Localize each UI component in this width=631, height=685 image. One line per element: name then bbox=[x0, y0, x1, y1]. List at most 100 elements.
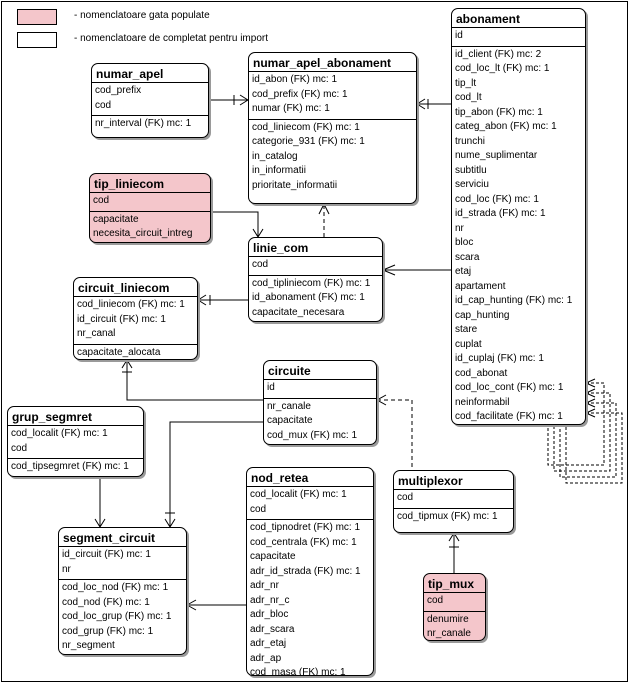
attribute: cod_masa (FK) mc: 1 bbox=[250, 667, 346, 676]
attribute: categ_abon (FK) mc: 1 bbox=[455, 121, 557, 132]
legend-swatch-import bbox=[17, 32, 57, 48]
attribute: nr_segment bbox=[62, 640, 115, 651]
key-attribute: id_circuit (FK) mc: 1 bbox=[62, 549, 151, 560]
attribute: cod_nod (FK) mc: 1 bbox=[62, 596, 150, 608]
attribute: cod_loc_grup (FK) mc: 1 bbox=[62, 611, 172, 622]
attribute: cuplat bbox=[455, 338, 482, 350]
key-attribute: nr_canal bbox=[77, 328, 116, 339]
attribute-section: nr_interval (FK) mc: 1 bbox=[92, 115, 208, 134]
rel-multiplexor-circuite bbox=[377, 399, 413, 470]
key-attribute: id bbox=[267, 382, 275, 393]
attribute: trunchi bbox=[455, 135, 486, 147]
primary-key-section: cod bbox=[90, 192, 210, 211]
key-attribute: cod bbox=[397, 492, 414, 503]
rel-circuite-circuitliniecom bbox=[126, 360, 263, 401]
attribute: cod_lt bbox=[455, 92, 482, 103]
attribute: cod_loc (FK) mc: 1 bbox=[455, 193, 539, 205]
attribute-section: cod_tipmux (FK) mc: 1 bbox=[394, 507, 513, 527]
legend-label-populated: - nomenclatoare gata populate bbox=[74, 10, 210, 21]
attribute: cod_tipmux (FK) mc: 1 bbox=[397, 510, 498, 522]
attribute-section: capacitate necesita_circuit_intreg bbox=[90, 210, 210, 243]
attribute: adr_id_strada (FK) mc: 1 bbox=[250, 565, 361, 577]
attribute: capacitate bbox=[93, 213, 139, 225]
attribute: capacitate bbox=[267, 415, 313, 426]
key-attribute: cod bbox=[427, 595, 444, 606]
attribute: neinformabil bbox=[455, 396, 510, 408]
attribute: scara bbox=[455, 251, 480, 263]
attribute: etaj bbox=[455, 266, 472, 277]
attribute: cod_abonat bbox=[455, 367, 508, 379]
attribute: cap_hunting bbox=[455, 309, 510, 321]
key-attribute: cod_liniecom (FK) mc: 1 bbox=[77, 299, 185, 310]
entity-title: numar_apel_abonament bbox=[253, 56, 392, 70]
entity-title: abonament bbox=[456, 12, 521, 26]
primary-key-section: id_circuit (FK) mc: 1 nr bbox=[59, 546, 186, 579]
attribute: capacitate_alocata bbox=[77, 346, 161, 358]
attribute: adr_nr bbox=[250, 580, 279, 591]
attribute: nr_canale bbox=[267, 400, 311, 412]
attribute: id_cap_hunting (FK) mc: 1 bbox=[455, 295, 573, 306]
attribute-section: cod_tipnodret (FK) mc: 1 cod_centrala (FK… bbox=[247, 519, 373, 676]
attribute: publ_descriere bbox=[455, 425, 582, 426]
attribute: serviciu bbox=[455, 179, 489, 190]
rel-circuite-segment bbox=[169, 421, 263, 527]
attribute: stare bbox=[455, 324, 478, 335]
attribute: nr_interval (FK) mc: 1 bbox=[95, 118, 192, 129]
attribute-section: cod_tipsegmret (FK) mc: 1 bbox=[8, 458, 143, 476]
attribute: cod_tipnodret (FK) mc: 1 bbox=[250, 522, 361, 533]
key-attribute: id bbox=[455, 30, 463, 41]
key-attribute: nr bbox=[62, 563, 71, 575]
attribute: cod_loc_lt (FK) mc: 1 bbox=[455, 63, 550, 74]
legend-swatch-populated bbox=[17, 9, 57, 25]
entity-title: nod_retea bbox=[251, 471, 309, 485]
key-attribute: cod_prefix (FK) mc: 1 bbox=[252, 88, 348, 100]
attribute: cod_loc_cont (FK) mc: 1 bbox=[455, 382, 564, 393]
entity-circuite[interactable]: circuite id nr_canale capacitate cod_mux (FK… bbox=[263, 360, 377, 445]
entity-numar-apel-abonament[interactable]: numar_apel_abonament id_abon (FK) mc: 1 co… bbox=[248, 52, 417, 204]
key-attribute: id_abon (FK) mc: 1 bbox=[252, 74, 338, 85]
key-attribute: cod bbox=[93, 195, 110, 206]
legend-label-import: - nomenclatoare de completat pentru impo… bbox=[74, 33, 268, 44]
entity-title: linie_com bbox=[253, 241, 309, 255]
attribute: id_abonament (FK) mc: 1 bbox=[252, 292, 365, 303]
attribute: cod_tipsegmret (FK) mc: 1 bbox=[11, 461, 129, 472]
attribute: id_cuplaj (FK) mc: 1 bbox=[455, 353, 544, 364]
attribute: necesita_circuit_intreg bbox=[93, 228, 193, 239]
attribute-section: nr_canale capacitate cod_mux (FK) mc: 1 bbox=[264, 397, 376, 445]
attribute-section: capacitate_alocata bbox=[74, 343, 197, 360]
attribute: capacitate bbox=[250, 551, 296, 562]
entity-title: grup_segmret bbox=[12, 410, 93, 424]
entity-title: circuite bbox=[268, 364, 311, 378]
attribute: cod_liniecom (FK) mc: 1 bbox=[252, 121, 360, 133]
key-attribute: cod bbox=[250, 503, 267, 515]
key-attribute: cod bbox=[95, 99, 112, 111]
attribute: prioritate_informatii bbox=[252, 179, 338, 191]
rel-tipliniecom-liniecom bbox=[211, 211, 259, 237]
attribute: cod_grup (FK) mc: 1 bbox=[62, 625, 154, 637]
attribute-section: cod_tipliniecom (FK) mc: 1 id_abonament (… bbox=[249, 274, 382, 322]
attribute: nr_canale bbox=[427, 628, 471, 639]
primary-key-section: id bbox=[264, 379, 376, 398]
attribute: cod_centrala (FK) mc: 1 bbox=[250, 536, 357, 548]
attribute: cod_loc_nod (FK) mc: 1 bbox=[62, 582, 169, 593]
attribute: cod_tipliniecom (FK) mc: 1 bbox=[252, 277, 371, 289]
attribute: subtitlu bbox=[455, 164, 487, 176]
attribute: cod_mux (FK) mc: 1 bbox=[267, 429, 358, 441]
